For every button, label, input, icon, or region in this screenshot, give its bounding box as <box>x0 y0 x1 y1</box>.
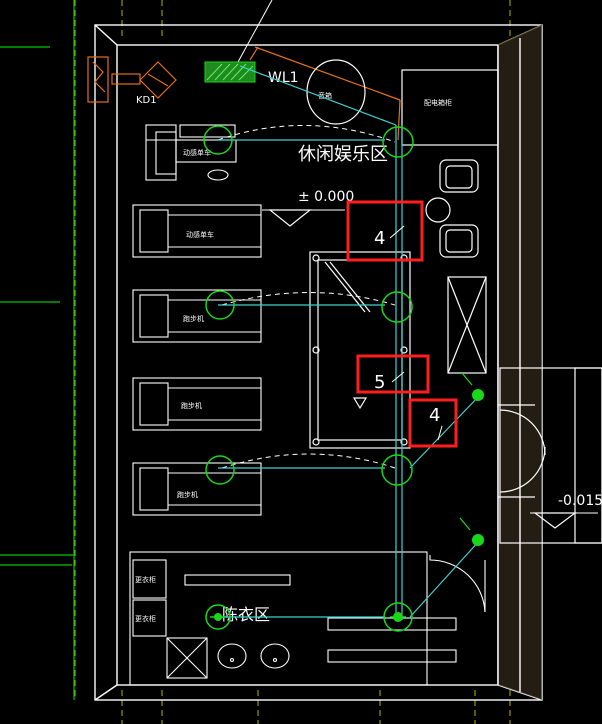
control-arcs <box>217 125 396 469</box>
light-fixture <box>383 602 413 632</box>
cabinet-label: 配电箱柜 <box>424 98 452 107</box>
speaker-fixture: 音箱 <box>306 59 366 125</box>
switch-ticks <box>459 372 473 531</box>
circuit-mark-3-label: 4 <box>429 405 440 426</box>
treadmill-4-label: 跑步机 <box>177 490 198 499</box>
bike-label: 动感单车 <box>183 148 211 157</box>
fixture-center-dot <box>214 613 222 621</box>
switches <box>214 389 484 622</box>
panel-label: KD1 <box>136 95 157 106</box>
elevation-door-label: -0.015 <box>558 493 602 509</box>
wiring <box>218 65 481 620</box>
fixture-center-dot <box>393 612 403 622</box>
treadmill-2: 跑步机 <box>132 289 262 343</box>
entrance-vestibule <box>498 367 602 544</box>
treadmill-4: 跑步机 <box>132 462 262 516</box>
lounge-chairs <box>425 159 479 258</box>
billiard-table <box>309 251 411 449</box>
circuit-mark-2-label: 5 <box>374 372 385 393</box>
switch-dot <box>472 534 484 546</box>
locker-area-label: 陈衣区 <box>222 605 270 624</box>
changing-area: 更衣柜 更衣柜 <box>129 551 486 686</box>
elevation-marker-door: -0.015 <box>530 493 602 529</box>
circuit-mark-3: 4 <box>408 398 458 448</box>
room-label: 休闲娱乐区 <box>298 144 388 165</box>
light-fixture <box>381 454 413 486</box>
storage-crate <box>447 276 487 374</box>
light-fixtures <box>203 125 414 632</box>
treadmill-2-label: 跑步机 <box>183 314 204 323</box>
light-fixture <box>205 455 235 485</box>
treadmill-3: 跑步机 <box>132 377 262 431</box>
cable-label: WL1 <box>268 70 299 86</box>
light-fixture <box>381 291 413 323</box>
treadmill-3-label: 跑步机 <box>181 401 202 410</box>
light-fixture <box>205 290 235 320</box>
cable-route <box>249 46 401 141</box>
grid-lines <box>74 0 511 724</box>
exercise-bike: 动感单车 <box>145 124 237 181</box>
light-fixture <box>203 125 233 155</box>
locker-1-label: 更衣柜 <box>135 575 156 584</box>
light-fixture <box>205 604 231 630</box>
junction-box <box>204 61 256 83</box>
elevation-marker-floor: ± 0.000 <box>262 189 354 227</box>
locker-2-label: 更衣柜 <box>135 614 156 623</box>
leader-line <box>237 0 273 63</box>
reference-lines <box>0 0 75 700</box>
circuit-mark-2: 5 <box>356 354 430 394</box>
switch-dot <box>472 389 484 401</box>
treadmill-1-label: 动感单车 <box>186 230 214 239</box>
treadmill-1: 动感单车 <box>132 204 262 258</box>
cabinet-fixture: 配电箱柜 <box>401 69 499 146</box>
circuit-mark-1-label: 4 <box>374 228 385 249</box>
elevation-floor-label: ± 0.000 <box>298 189 354 205</box>
light-fixture <box>382 126 414 158</box>
east-wall <box>497 38 521 692</box>
distribution-panel: KD1 <box>87 56 177 106</box>
speaker-label: 音箱 <box>318 91 332 100</box>
circuit-mark-1: 4 <box>346 200 424 262</box>
